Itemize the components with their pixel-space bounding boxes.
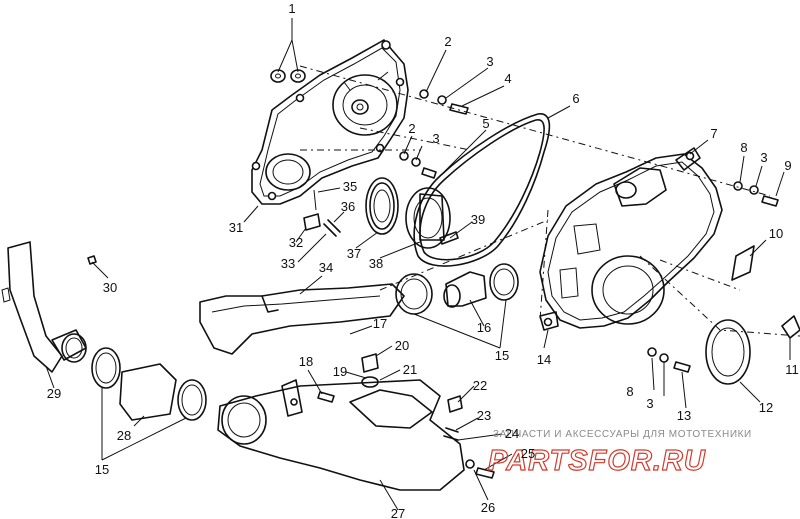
callout-3-mid: 3: [432, 131, 439, 146]
callout-31: 31: [229, 220, 243, 235]
callout-2-mid: 2: [408, 121, 415, 136]
outer-cover: [539, 147, 723, 331]
callout-6: 6: [572, 91, 579, 106]
callout-3-top: 3: [486, 54, 493, 69]
watermark-logo: PARTSFOR.RU: [488, 445, 706, 477]
callout-2-top: 2: [444, 34, 451, 49]
callout-19: 19: [333, 364, 347, 379]
seal-and-plate: [365, 177, 459, 249]
callout-11: 11: [785, 362, 799, 377]
callout-18: 18: [299, 354, 313, 369]
callout-23: 23: [477, 408, 491, 423]
alignment-lines: [299, 65, 800, 337]
callout-14: 14: [537, 352, 551, 367]
callout-21: 21: [403, 362, 417, 377]
callout-8-lower: 8: [626, 384, 633, 399]
callout-8-right: 8: [740, 140, 747, 155]
callout-3-right: 3: [760, 150, 767, 165]
callout-10: 10: [769, 226, 783, 241]
washers-1: [270, 69, 306, 83]
hardware-lower: [87, 255, 495, 479]
callout-7: 7: [710, 126, 717, 141]
callout-1: 1: [288, 1, 295, 16]
hardware-upper: [399, 89, 779, 373]
callout-28: 28: [117, 428, 131, 443]
intake-duct: [199, 283, 405, 355]
callout-33: 33: [281, 256, 295, 271]
callout-5: 5: [482, 116, 489, 131]
callout-32: 32: [289, 235, 303, 250]
lower-duct: [217, 379, 465, 491]
callout-20: 20: [395, 338, 409, 353]
small-parts-left: [303, 189, 341, 237]
callout-35: 35: [343, 179, 357, 194]
callout-27: 27: [391, 506, 405, 519]
clamps-upper: [395, 263, 519, 315]
watermark-tagline: ЗАПЧАСТИ И АКСЕССУАРЫ ДЛЯ МОТОТЕХНИКИ: [493, 429, 752, 440]
callout-36: 36: [341, 199, 355, 214]
callout-13: 13: [677, 408, 691, 423]
callout-37: 37: [347, 246, 361, 261]
clamps-lower: [91, 347, 207, 421]
callout-38: 38: [369, 256, 383, 271]
callout-15-lower: 15: [95, 462, 109, 477]
leader-lines: [45, 18, 791, 511]
callout-3-lower: 3: [646, 396, 653, 411]
callout-24: 24: [505, 426, 519, 441]
callout-25: 25: [521, 446, 535, 461]
callout-29: 29: [47, 386, 61, 401]
callout-22: 22: [473, 378, 487, 393]
callout-17: 17: [373, 316, 387, 331]
callout-15-upper: 15: [495, 348, 509, 363]
ring: [705, 319, 751, 385]
callout-12: 12: [759, 400, 773, 415]
callout-labels: 1 2 3 4 5 6 7 8 3 9 2 3 31 35 36 32 33 3…: [47, 1, 799, 519]
callout-4: 4: [504, 71, 511, 86]
inner-cover: [251, 39, 409, 205]
watermark: ЗАПЧАСТИ И АКСЕССУАРЫ ДЛЯ МОТОТЕХНИКИ PA…: [487, 429, 752, 478]
callout-34: 34: [319, 260, 333, 275]
callout-26: 26: [481, 500, 495, 515]
callout-30: 30: [103, 280, 117, 295]
decals: [731, 245, 800, 339]
callout-16: 16: [477, 320, 491, 335]
left-duct: [1, 241, 87, 373]
callout-9: 9: [784, 158, 791, 173]
drive-belt: [413, 113, 551, 267]
callout-39: 39: [471, 212, 485, 227]
